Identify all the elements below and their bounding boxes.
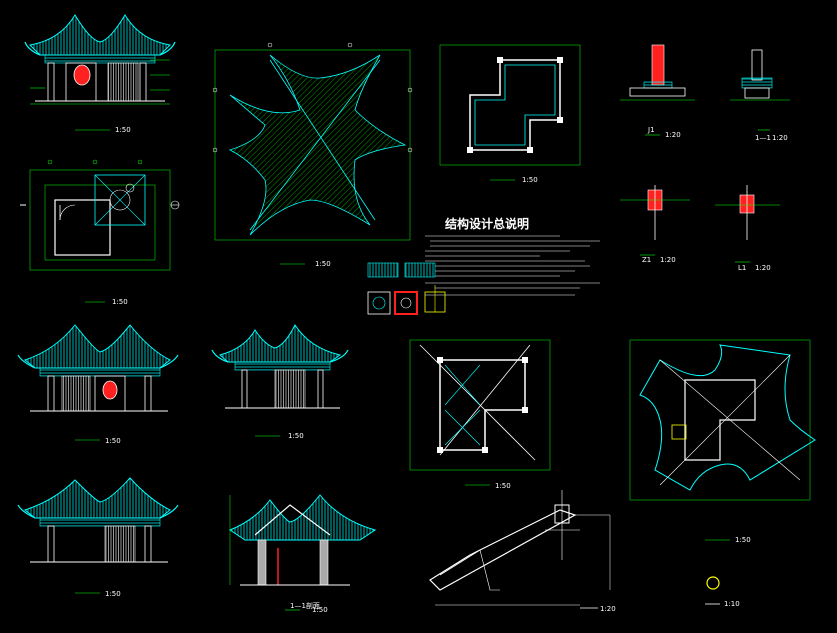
scale-label: 1:50 [288,432,304,440]
section-label: L1 [738,264,746,272]
detail-j1: J1 1:20 [620,44,695,139]
section-1-1: 1—1剖面 1:50 [228,494,377,614]
side-elevation-mid: 1:50 [211,323,349,440]
foundation-plan: 1:50 [439,44,581,184]
side-elevation-bottom: 1:50 [17,477,179,598]
scale-label: 1:20 [660,256,676,264]
detail-1-1: 1—1 1:20 [730,49,790,142]
section-label: 1—1 [755,134,771,142]
scale-label: 1:50 [735,536,751,544]
eave-detail: 1:20 [429,490,616,613]
scale-label: 1:20 [600,605,616,613]
scale-label: 1:20 [772,134,788,142]
scale-label: 1:50 [522,176,538,184]
scale-label: 1:50 [105,590,121,598]
roof-outline-plan: 1:50 [629,339,816,544]
structural-notes: 结构设计总说明 [367,216,600,315]
scale-label: 1:10 [724,600,740,608]
detail-l1: L1 1:20 [715,185,780,272]
section-label: Z1 [642,256,651,264]
scale-label: 1:50 [315,260,331,268]
scale-label: 1:50 [112,298,128,306]
front-elevation-top: 1:50 [24,14,176,134]
scale-label: 1:50 [105,437,121,445]
scale-label: 1:20 [665,131,681,139]
roof-plan: 1:50 [212,42,413,268]
section-label: J1 [647,126,655,134]
scale-label: 1:50 [495,482,511,490]
section-label: 1—1剖面 [290,601,320,610]
scale-label: 1:20 [755,264,771,272]
roof-framing-plan: 1:50 [409,339,551,490]
front-elevation-mid: 1:50 [17,324,179,445]
notes-title: 结构设计总说明 [445,216,529,231]
detail-z1: Z1 1:20 [620,185,690,264]
scale-label: 1:50 [312,606,328,614]
detail-mark: 1:10 [705,576,740,608]
scale-label: 1:50 [115,126,131,134]
floor-plan: 1:50 [20,159,180,306]
